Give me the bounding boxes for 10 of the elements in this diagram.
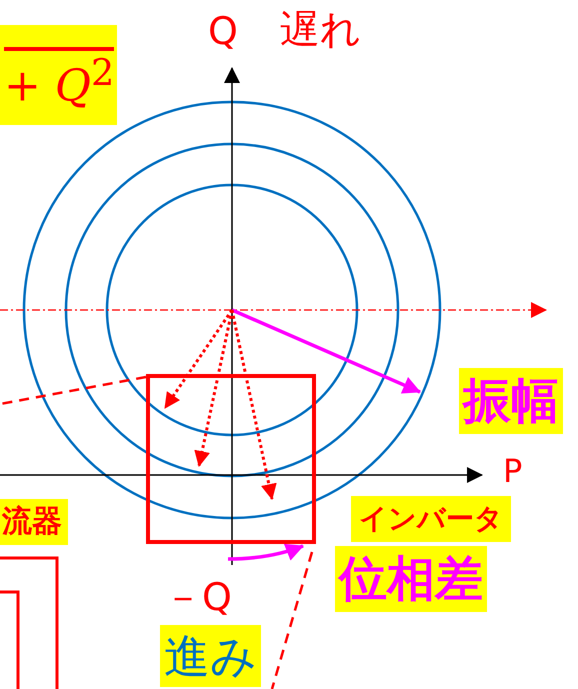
inverter-label: インバータ — [351, 496, 511, 542]
lead-label: 進み — [160, 625, 261, 687]
phase-difference-label: 位相差 — [335, 546, 487, 612]
formula: + Q$^{2}$ — [0, 25, 117, 125]
axis-label: P — [503, 455, 522, 487]
axis-label: Q — [208, 12, 238, 50]
partial-label: 流器 — [0, 499, 68, 545]
axis-label: 遅れ — [280, 10, 361, 50]
axis-label: －Q — [164, 578, 232, 616]
amplitude-label: 振幅 — [459, 368, 563, 434]
